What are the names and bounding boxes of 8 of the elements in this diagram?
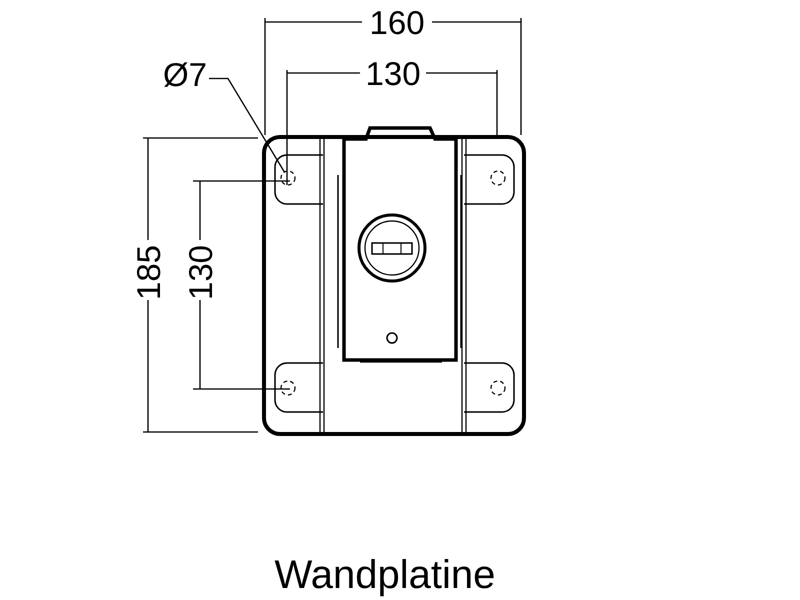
- dimension-label: 160: [370, 6, 425, 38]
- dimension-label: 130: [184, 244, 217, 300]
- leader-line: [209, 78, 285, 172]
- caption: Wandplatine: [274, 555, 496, 595]
- dimension-label: 130: [366, 56, 421, 90]
- dimension-label: 185: [132, 244, 165, 300]
- mounting-hole: [280, 170, 296, 186]
- diameter-label: Ø7: [163, 56, 208, 93]
